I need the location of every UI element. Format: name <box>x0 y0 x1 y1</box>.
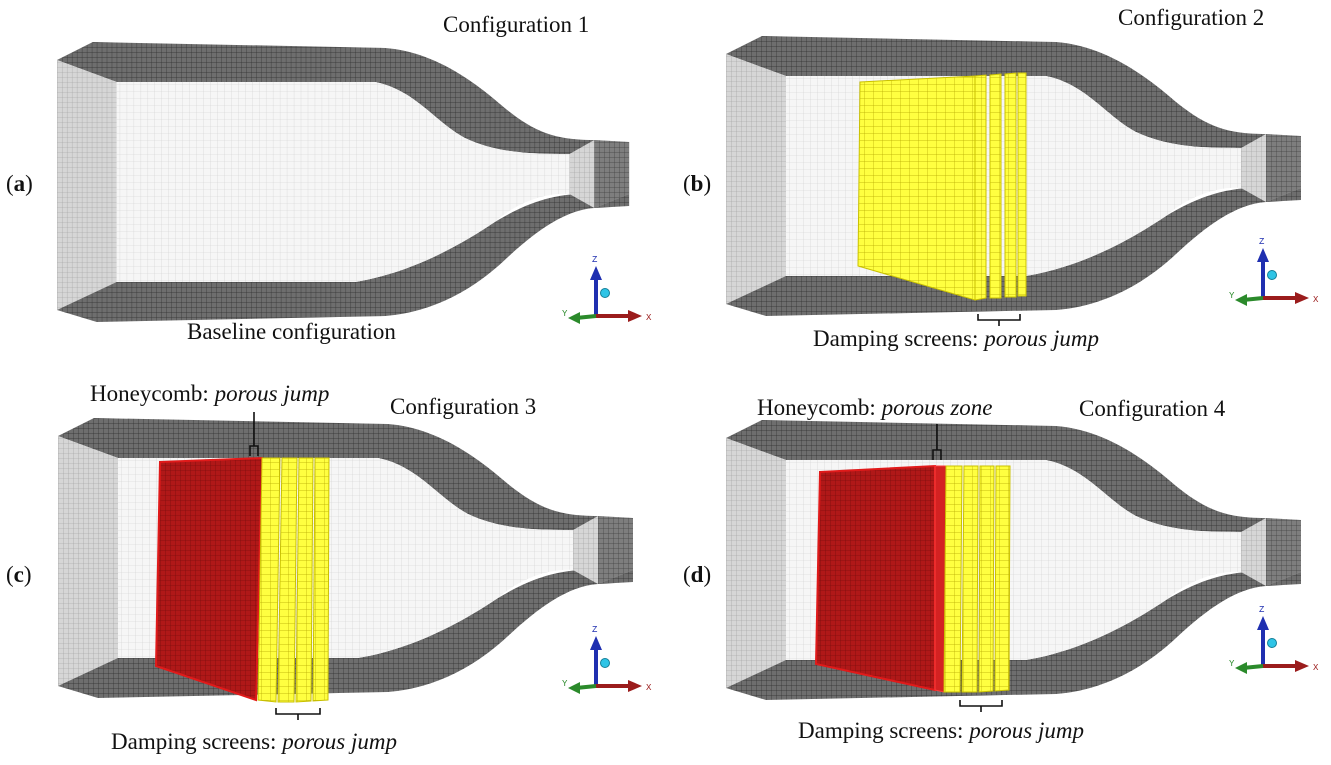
panel-letter-c: (c) <box>6 562 32 587</box>
panel-title-d: Configuration 4 <box>1079 396 1226 421</box>
panel-b: (b) Configuration 2 Damping screens: por… <box>683 5 1319 351</box>
axis-label-x: X <box>646 313 652 323</box>
screens-bracket-c <box>275 708 321 720</box>
honeycomb-zone-d <box>814 464 936 692</box>
panel-d: (d) Honeycomb: porous zone Configuration… <box>683 395 1319 743</box>
axis-triad-a: Z Y X <box>562 255 652 326</box>
axis-label-z: Z <box>592 625 598 635</box>
screens-bracket-d <box>959 700 1003 712</box>
screens-bracket-b <box>977 314 1021 326</box>
panel-title-c: Configuration 3 <box>390 394 536 419</box>
honeycomb-caption-d: Honeycomb: porous zone <box>757 395 993 420</box>
damping-screens-b <box>857 72 1027 301</box>
axis-triad-b: Z Y X <box>1229 237 1319 308</box>
damping-screens-c <box>257 457 330 703</box>
damping-screens-d <box>943 465 1011 693</box>
panel-letter-b: (b) <box>683 171 711 196</box>
screens-caption-b: Damping screens: porous jump <box>813 326 1099 351</box>
panel-title-b: Configuration 2 <box>1118 5 1264 30</box>
panel-letter-d: (d) <box>683 562 711 587</box>
honeycomb-bracket-d <box>932 424 942 460</box>
axis-label-y: Y <box>562 309 568 319</box>
axis-triad-c: Z Y X <box>562 625 652 696</box>
axis-triad-d: Z Y X <box>1229 605 1319 676</box>
axis-label-y: Y <box>562 679 568 689</box>
axis-label-z: Z <box>592 255 598 265</box>
panel-a: (a) Configuration 1 Baseline configurati… <box>6 12 652 344</box>
axis-label-z: Z <box>1259 605 1265 615</box>
axis-label-x: X <box>646 683 652 693</box>
honeycomb-bracket-c <box>249 412 259 456</box>
axis-label-x: X <box>1313 663 1319 673</box>
tunnel-mesh-d <box>726 420 1301 700</box>
baseline-caption: Baseline configuration <box>187 319 396 344</box>
screens-caption-c: Damping screens: porous jump <box>111 729 397 754</box>
panel-letter-a: (a) <box>6 171 33 196</box>
panel-c: (c) Honeycomb: porous jump Configuration… <box>6 381 652 754</box>
honeycomb-c <box>154 456 264 702</box>
honeycomb-caption-c: Honeycomb: porous jump <box>90 381 329 406</box>
axis-label-y: Y <box>1229 659 1235 669</box>
tunnel-mesh-c <box>58 418 633 698</box>
axis-label-y: Y <box>1229 291 1235 301</box>
screens-caption-d: Damping screens: porous jump <box>798 718 1084 743</box>
tunnel-mesh-a <box>57 42 630 322</box>
axis-label-z: Z <box>1259 237 1265 247</box>
panel-title-a: Configuration 1 <box>443 12 589 37</box>
axis-label-x: X <box>1313 295 1319 305</box>
